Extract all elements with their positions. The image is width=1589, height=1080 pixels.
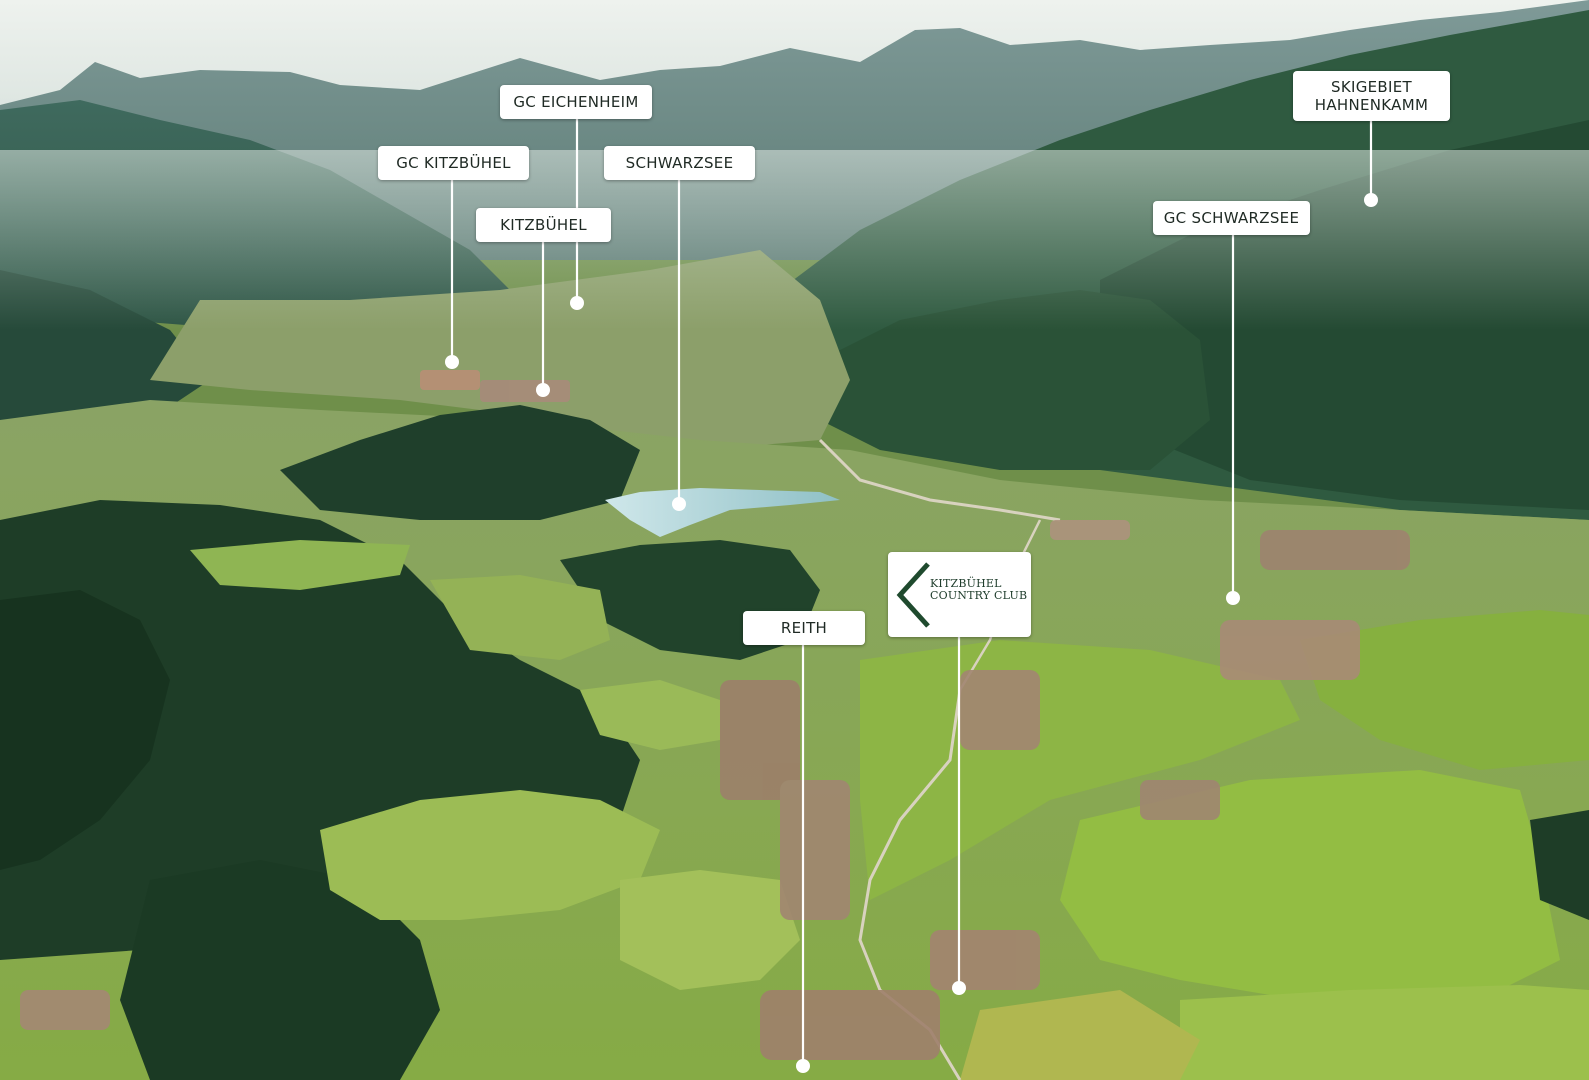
marker-gc-kitzbuehel [445,355,459,369]
label-skigebiet-hahnenkamm[interactable]: SKIGEBIET HAHNENKAMM [1293,71,1450,121]
label-gc-kitzbuehel[interactable]: GC KITZBÜHEL [378,146,529,180]
logo-line-1: KITZBÜHEL [930,577,1002,590]
marker-reith [796,1059,810,1073]
marker-gc-eichenheim [570,296,584,310]
label-gc-eichenheim[interactable]: GC EICHENHEIM [500,85,652,119]
label-schwarzsee[interactable]: SCHWARZSEE [604,146,755,180]
label-gc-schwarzsee[interactable]: GC SCHWARZSEE [1153,201,1310,235]
logo-wordmark: KITZBÜHEL COUNTRY CLUB [930,578,1027,602]
label-kitzbuehel[interactable]: KITZBÜHEL [476,208,611,242]
label-reith[interactable]: REITH [743,611,865,645]
chevron-left-icon [896,562,930,628]
marker-gc-schwarzsee [1226,591,1240,605]
marker-skigebiet-hahnenkamm [1364,193,1378,207]
logo-line-2: COUNTRY CLUB [930,589,1028,602]
marker-country-club [952,981,966,995]
marker-kitzbuehel [536,383,550,397]
marker-schwarzsee [672,497,686,511]
kitzbuehel-country-club-logo[interactable]: KITZBÜHEL COUNTRY CLUB [888,552,1031,637]
